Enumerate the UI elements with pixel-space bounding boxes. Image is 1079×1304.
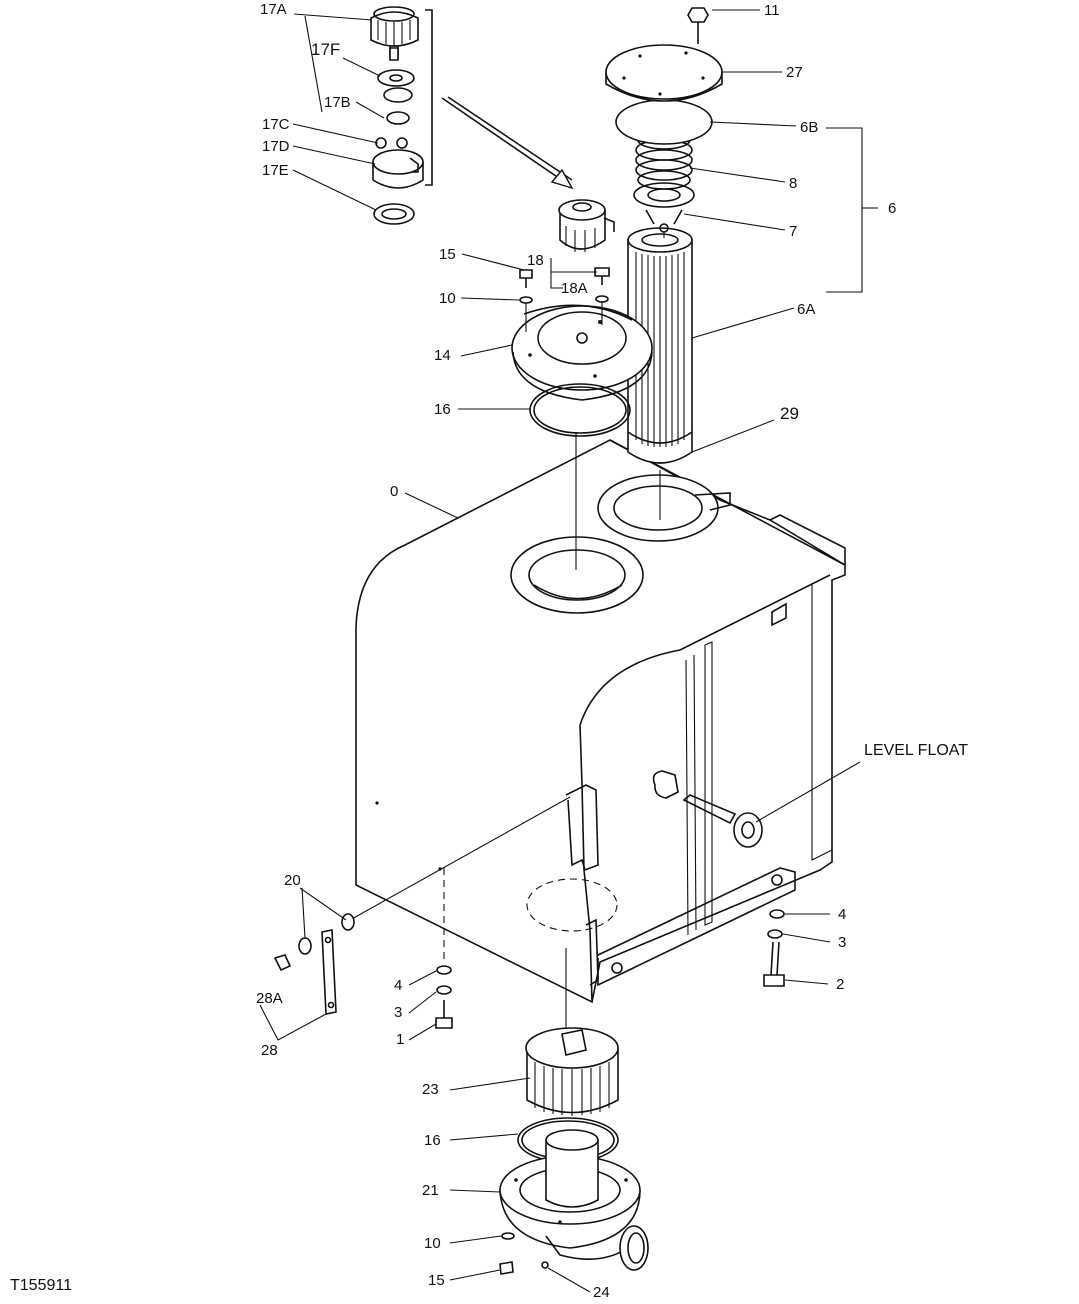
washer-4-right xyxy=(769,909,785,919)
bolt-11 xyxy=(687,7,709,44)
plug-24 xyxy=(541,1261,549,1269)
callout-14: 14 xyxy=(434,347,451,364)
cover-plate-14 xyxy=(511,304,653,401)
bolt-15-bottom xyxy=(499,1261,514,1275)
bolt-15-top xyxy=(519,269,533,288)
callout-28a: 28A xyxy=(256,990,283,1007)
figure-id: T155911 xyxy=(10,1277,72,1294)
breather-cap-17a xyxy=(370,6,419,57)
bolt-2 xyxy=(763,941,785,987)
callout-23: 23 xyxy=(422,1081,439,1098)
washer-4-left xyxy=(436,965,452,975)
callout-0: 0 xyxy=(390,483,399,500)
bolt-1 xyxy=(435,1000,453,1029)
callout-15-bottom: 15 xyxy=(428,1272,445,1289)
callout-10-top: 10 xyxy=(439,290,456,307)
washer-3-left xyxy=(436,985,452,995)
bracket-28 xyxy=(321,929,337,1015)
bolt-18 xyxy=(594,267,610,285)
washer-10-top xyxy=(519,296,533,304)
tank-top-port-right xyxy=(597,474,731,542)
callout-17e: 17E xyxy=(262,162,289,179)
callout-16-bottom: 16 xyxy=(424,1132,441,1149)
callout-17f: 17F xyxy=(311,40,341,59)
o-ring-16 xyxy=(529,383,631,437)
tank-top-port-left xyxy=(510,536,644,614)
strainer-housing-21 xyxy=(499,1129,649,1271)
washer-3-right xyxy=(767,929,783,939)
callout-6b: 6B xyxy=(800,119,819,136)
callout-1: 1 xyxy=(396,1031,405,1048)
callout-7: 7 xyxy=(789,223,798,240)
filter-cover xyxy=(605,44,723,102)
bypass-valve-spring xyxy=(633,130,695,238)
group-bracket xyxy=(425,9,433,186)
callout-24: 24 xyxy=(593,1284,610,1301)
callout-10-bottom: 10 xyxy=(424,1235,441,1252)
callout-20: 20 xyxy=(284,872,301,889)
callout-17d: 17D xyxy=(262,138,290,155)
callout-11: 11 xyxy=(764,2,780,19)
level-float xyxy=(652,770,763,848)
callout-27: 27 xyxy=(786,64,803,81)
washer-10-bottom xyxy=(501,1232,515,1240)
breather-parts xyxy=(372,47,424,225)
callout-17a: 17A xyxy=(260,1,287,18)
assembled-breather xyxy=(558,199,615,252)
callout-18: 18 xyxy=(527,252,544,269)
spacer-20-b xyxy=(298,937,312,955)
bolt-28a xyxy=(273,954,292,972)
callout-level-float: LEVEL FLOAT xyxy=(864,742,969,759)
callout-3-left: 3 xyxy=(394,1004,403,1021)
callout-3-right: 3 xyxy=(838,934,847,951)
callout-29: 29 xyxy=(780,404,799,423)
hydraulic-tank xyxy=(355,439,846,1004)
callout-28: 28 xyxy=(261,1042,278,1059)
callout-4-right: 4 xyxy=(838,906,847,923)
callout-4-left: 4 xyxy=(394,977,403,994)
callout-17b: 17B xyxy=(324,94,351,111)
callout-18a: 18A xyxy=(561,280,588,297)
callout-21: 21 xyxy=(422,1182,439,1199)
spacer-20-a xyxy=(341,913,355,931)
callout-17c: 17C xyxy=(262,116,290,133)
callout-6: 6 xyxy=(888,200,897,217)
callout-15-top: 15 xyxy=(439,246,456,263)
leader-lines xyxy=(259,9,878,1293)
callout-6a: 6A xyxy=(797,301,816,318)
gasket-6b xyxy=(615,99,713,145)
callout-8: 8 xyxy=(789,175,798,192)
callout-2: 2 xyxy=(836,976,845,993)
callout-16-top: 16 xyxy=(434,401,451,418)
strainer-23 xyxy=(525,1027,619,1116)
